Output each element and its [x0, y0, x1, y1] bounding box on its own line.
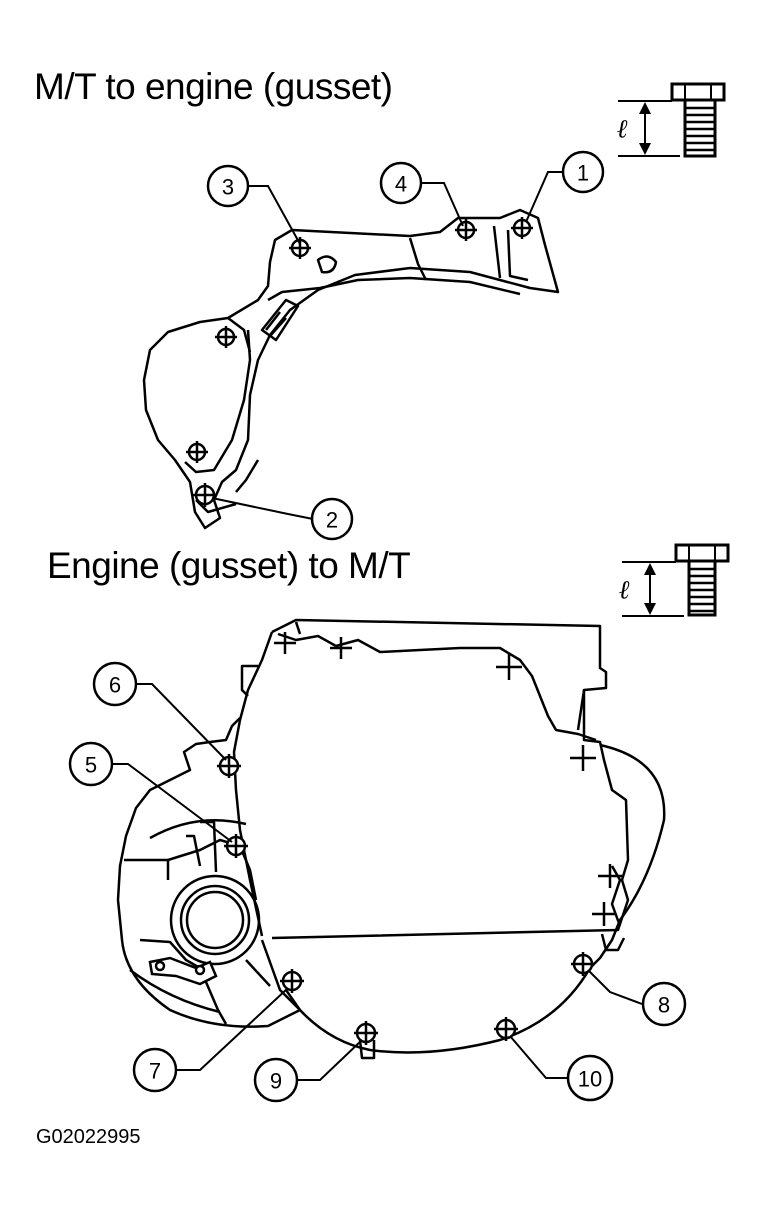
callout-label: 7: [149, 1059, 161, 1084]
length-symbol: ℓ: [619, 576, 630, 605]
dimension-arrow-icon: [618, 100, 680, 157]
top-bolt-legend: ℓ: [617, 82, 726, 158]
dimension-arrow-icon: [622, 561, 684, 617]
bolt-hole-icon: [354, 1021, 378, 1045]
callout-8: 8: [641, 981, 687, 1027]
bolt-hole-icon: [217, 754, 241, 778]
callout-5: 5: [68, 741, 114, 787]
callout-label: 8: [658, 993, 670, 1018]
bolt-hole-icon: [280, 969, 304, 993]
length-symbol: ℓ: [617, 115, 628, 144]
callout-label: 5: [85, 753, 97, 778]
top-bolt-holes: [186, 217, 533, 507]
callout-4: 4: [379, 161, 423, 205]
callout-1: 1: [561, 150, 605, 194]
bolt-hole-icon: [494, 1017, 518, 1041]
bottom-engine-outline: [116, 618, 666, 1060]
callout-label: 4: [395, 172, 407, 197]
top-transmission-outline: [142, 208, 560, 530]
callout-label: 6: [109, 673, 121, 698]
bolt-hole-icon: [186, 441, 208, 463]
callout-3: 3: [206, 164, 250, 208]
callout-label: 1: [577, 161, 589, 186]
bolt-hole-icon: [193, 483, 217, 507]
callout-label: 3: [222, 175, 234, 200]
bolt-hole-icon: [215, 326, 237, 348]
callout-label: 2: [326, 508, 338, 533]
bottom-linkage: [148, 956, 218, 986]
bolt-hole-icon: [511, 217, 533, 239]
title-mt-to-engine: M/T to engine (gusset): [34, 66, 393, 107]
bolt-hole-icon: [289, 237, 311, 259]
callout-9: 9: [253, 1057, 299, 1103]
bolt-icon: [670, 82, 726, 158]
callout-label: 10: [578, 1067, 602, 1092]
title-engine-to-mt: Engine (gusset) to M/T: [47, 545, 411, 586]
top-leader-lines: [211, 171, 563, 520]
bottom-stud-marks: [274, 632, 622, 926]
callout-7: 7: [132, 1047, 178, 1093]
callout-label: 9: [270, 1069, 282, 1094]
bottom-bolt-holes: [217, 754, 595, 1045]
bolt-hole-icon: [224, 834, 248, 858]
bolt-hole-icon: [455, 219, 477, 241]
bottom-leader-lines: [112, 683, 643, 1081]
callout-2: 2: [310, 497, 354, 541]
bottom-bolt-legend: ℓ: [619, 543, 730, 617]
callout-10: 10: [566, 1054, 614, 1102]
bolt-hole-icon: [571, 952, 595, 976]
callout-6: 6: [92, 661, 138, 707]
figure-id: G02022995: [36, 1126, 141, 1148]
bolt-icon: [674, 543, 730, 617]
